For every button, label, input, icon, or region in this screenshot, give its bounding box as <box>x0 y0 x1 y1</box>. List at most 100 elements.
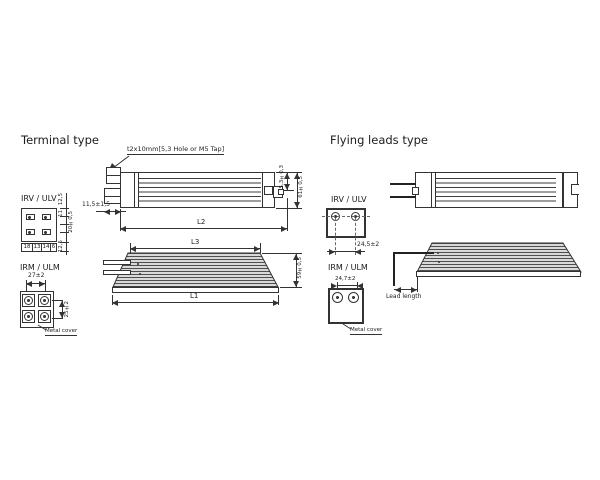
tick-mark <box>60 232 69 233</box>
dim-line <box>287 173 288 190</box>
extension-line <box>52 300 63 301</box>
dim-depth-label: 59±0,5 <box>297 257 303 279</box>
arrowhead <box>59 301 65 307</box>
arrowhead <box>411 287 417 293</box>
terminal-type-title: Terminal type <box>21 133 99 147</box>
leader-line <box>342 323 352 330</box>
dim-l2-label: L2 <box>197 218 206 226</box>
arrowhead <box>355 249 361 255</box>
tick-mark <box>60 216 69 217</box>
arrowhead <box>294 202 300 208</box>
dim-line <box>96 211 126 212</box>
arrowhead <box>357 283 363 289</box>
dim-cell: 6 <box>50 243 57 252</box>
extension-line <box>120 209 121 231</box>
bracket-slot-line <box>105 196 120 197</box>
terminal-contact-dot <box>28 216 31 219</box>
dim-irm-height-label: 25±2 <box>64 301 70 318</box>
front-face-band <box>416 271 581 277</box>
end-cap-line <box>134 173 135 207</box>
dim-bottom-label: 12,5 <box>58 240 64 253</box>
dim-flying-irm-width-label: 24,7±2 <box>335 276 356 282</box>
flying-leads-type-title: Flying leads type <box>330 133 429 147</box>
dim-l1-label: L1 <box>190 292 199 300</box>
mounting-hole-callout: t2x10mm[5,3 Hole or M5 Tap] <box>127 145 225 156</box>
terminal-irv-end-view <box>21 208 57 242</box>
center-line <box>335 218 336 255</box>
dim-line <box>62 300 63 318</box>
arrowhead <box>284 173 290 179</box>
flying-resistor-top-view <box>416 242 582 273</box>
terminal-tab <box>103 270 131 275</box>
wire-lead-bend <box>393 252 395 286</box>
arrowhead <box>115 209 121 215</box>
screw-terminal <box>42 229 51 235</box>
rivet-dot <box>139 273 141 275</box>
dim-offset-label: 11,5±1,5 <box>82 201 110 208</box>
extension-line <box>337 282 338 290</box>
terminal-contact-dot <box>44 216 47 219</box>
dim-tab-height-label: 5,3±0,3 <box>279 165 285 189</box>
center-line <box>355 218 356 255</box>
wire-lead <box>390 183 416 185</box>
dim-line <box>394 289 418 290</box>
arrowhead <box>120 226 126 232</box>
arrowhead <box>281 226 287 232</box>
terminal-resistor-top-view <box>112 252 279 288</box>
dim-pitch-label: 11 <box>58 210 64 217</box>
lead-contact-dot <box>352 296 355 299</box>
terminal-irv-label: IRV / ULV <box>21 194 57 203</box>
screw-terminal <box>42 214 51 220</box>
arrowhead <box>294 173 300 179</box>
dim-mid-label: 20±0,5 <box>68 211 74 233</box>
right-bracket-notch <box>571 184 579 195</box>
arrowhead <box>273 300 279 306</box>
wire-lead <box>393 252 434 254</box>
leader-line <box>37 324 47 331</box>
metal-cover-label: Metal cover <box>45 328 78 337</box>
tick-mark <box>60 242 69 243</box>
extension-line <box>280 287 302 288</box>
terminal-irm-label: IRM / ULM <box>20 263 60 272</box>
dim-line <box>120 228 287 229</box>
extension-line <box>287 198 288 231</box>
extension-line <box>52 318 63 319</box>
front-face-band <box>112 287 279 293</box>
arrowhead <box>39 281 45 287</box>
terminal-contact-dot <box>27 299 30 302</box>
rivet-dot <box>437 252 439 254</box>
dim-line <box>296 254 297 287</box>
end-cap-line <box>262 173 263 207</box>
arrowhead <box>130 246 136 252</box>
dim-lead-spacing-label: 24,5±2 <box>357 241 380 248</box>
end-notch <box>264 186 273 195</box>
bracket-slot-line <box>107 175 120 176</box>
end-cap-line <box>138 173 139 207</box>
rivet-dot <box>137 263 139 265</box>
arrowhead <box>284 184 290 190</box>
dim-l3-label: L3 <box>191 238 200 246</box>
fin-lines <box>436 178 556 203</box>
extension-line <box>417 277 418 292</box>
extension-line <box>260 243 261 253</box>
dim-top-label: 12,5 <box>58 193 64 206</box>
terminal-contact-dot <box>44 231 47 234</box>
extension-line <box>284 190 294 191</box>
right-tab-notch <box>278 189 284 195</box>
tick-mark <box>60 224 69 225</box>
flying-irm-label: IRM / ULM <box>328 263 368 272</box>
extension-line <box>26 280 27 295</box>
arrowhead <box>26 281 32 287</box>
terminal-tab <box>103 260 131 265</box>
dim-irm-width-label: 27±2 <box>28 272 45 279</box>
terminal-contact-dot <box>43 299 46 302</box>
wire-lead <box>390 196 416 198</box>
extension-line <box>262 253 302 254</box>
end-cap-line <box>435 173 436 207</box>
lead-contact-dot <box>336 296 339 299</box>
arrowhead <box>254 246 260 252</box>
rivet-dot <box>438 261 440 263</box>
terminal-contact-dot <box>27 315 30 318</box>
arrowhead <box>395 287 401 293</box>
